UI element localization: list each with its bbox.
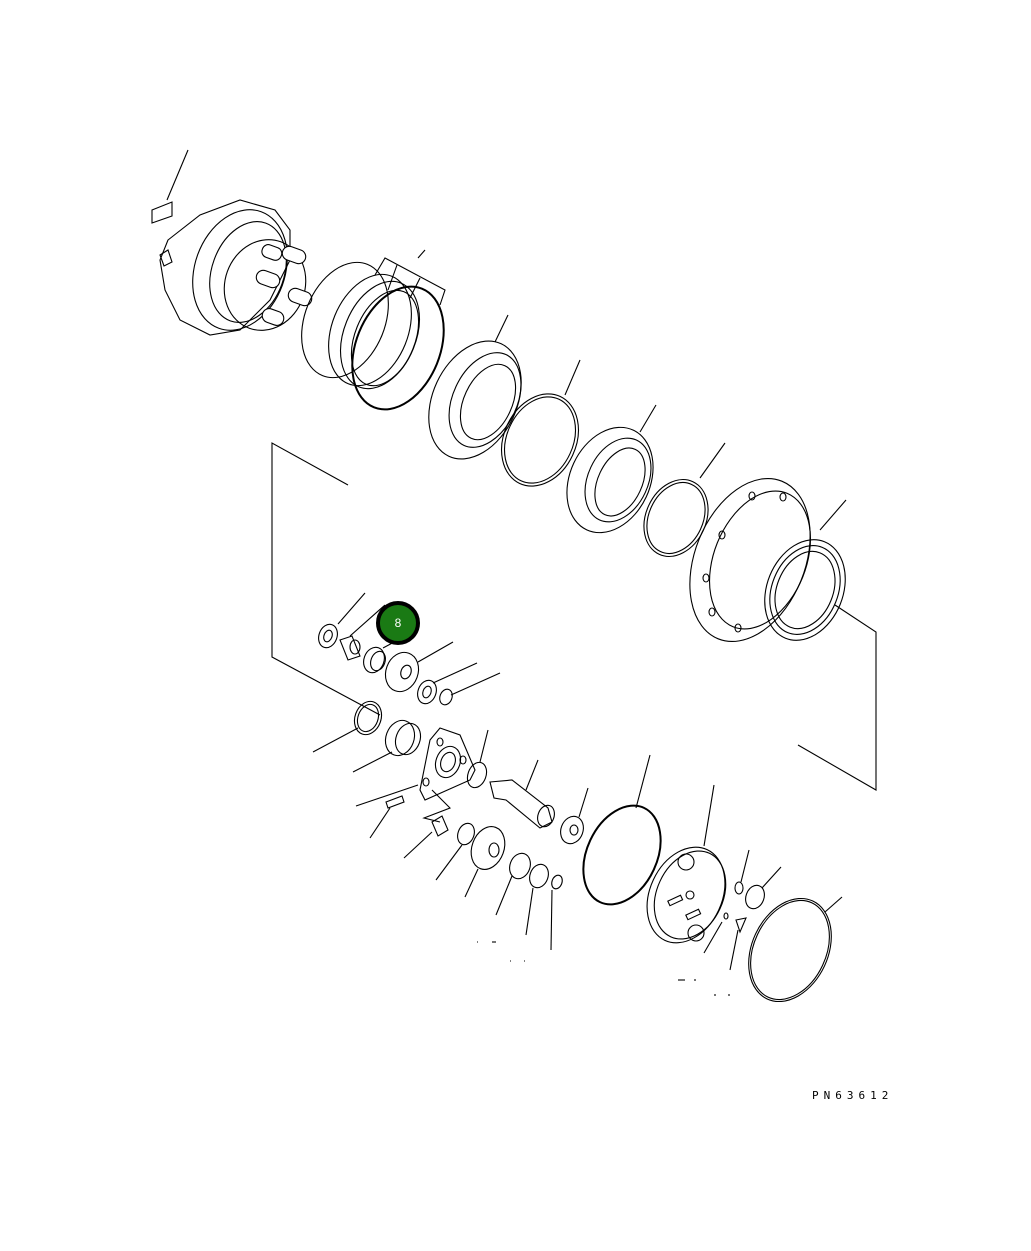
drawing-number: PN63612 (812, 1089, 894, 1102)
snap-ring-3[interactable] (550, 874, 564, 951)
ring-gear-hub[interactable] (667, 461, 860, 660)
washer-3[interactable] (525, 862, 552, 936)
floating-seal-set[interactable] (285, 249, 460, 423)
bearing-1[interactable] (411, 314, 540, 474)
snap-ring-2[interactable] (632, 442, 726, 567)
sun-gear[interactable] (352, 716, 425, 773)
gear-2[interactable] (464, 822, 511, 898)
planet-gear[interactable] (380, 641, 454, 696)
callout-badge-8[interactable]: 8 (376, 601, 420, 645)
level-plug[interactable] (729, 917, 747, 971)
bearing-2[interactable] (551, 404, 670, 547)
group-bracket-left (271, 442, 381, 716)
thrust-washer[interactable] (315, 592, 366, 650)
spline-shaft[interactable] (489, 759, 557, 829)
needle-bearing-2[interactable] (495, 850, 534, 916)
travel-motor[interactable] (159, 196, 318, 343)
o-ring[interactable] (568, 754, 675, 917)
drain-plug[interactable] (703, 912, 729, 954)
dash-marks (477, 941, 730, 996)
plug[interactable] (734, 849, 750, 895)
cover[interactable] (632, 784, 740, 956)
collar[interactable] (557, 787, 589, 847)
pin[interactable] (369, 795, 405, 839)
o-ring-large[interactable] (733, 885, 848, 1015)
carrier[interactable] (355, 727, 476, 823)
snap-ring-1[interactable] (487, 359, 593, 499)
callout-label: 8 (394, 616, 402, 630)
snap-ring[interactable] (438, 672, 501, 707)
group-bracket-right (797, 604, 877, 791)
thrust-ring[interactable] (312, 698, 386, 753)
bushing[interactable] (403, 815, 449, 859)
retaining-ring[interactable] (464, 729, 490, 790)
washer[interactable] (414, 662, 478, 706)
plug-washer[interactable] (742, 866, 782, 911)
nameplate (151, 149, 189, 224)
washer-2[interactable] (435, 821, 477, 881)
